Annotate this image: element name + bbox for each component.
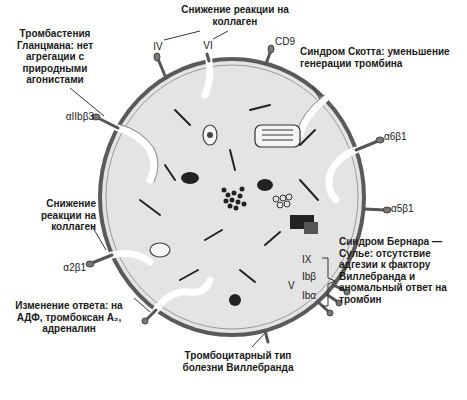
- bracket: [322, 258, 335, 306]
- platelet-membrane: [100, 59, 364, 335]
- receptor-name: VI: [200, 40, 216, 52]
- disorder-label: Тромбастения Гланцмана: нет агрегации с …: [4, 28, 106, 86]
- receptor-name: αIIbβ3: [48, 111, 94, 123]
- receptor-name: CD9: [275, 36, 301, 48]
- disorder-label: Снижение реакции на коллаген: [4, 198, 96, 233]
- inner-membrane: [106, 65, 358, 329]
- microtubules: [140, 105, 318, 282]
- disorder-label: Снижение реакции на коллаген: [172, 4, 298, 27]
- glycogen-cluster: [222, 187, 247, 211]
- disorder-label: Синдром Скотта: уменьшение генерации тро…: [300, 46, 460, 69]
- receptor-name: V: [288, 280, 300, 292]
- vesicle-cluster: [273, 194, 292, 208]
- granules: [150, 125, 273, 306]
- canal-system: [112, 61, 356, 310]
- disorder-label: Синдром Бернара — Сулье: отсутствие адге…: [339, 236, 463, 305]
- disorder-label: Тромбоцитарный тип болезни Виллебранда: [176, 350, 300, 373]
- receptor-name: α6β1: [384, 131, 428, 143]
- receptor-name: Ibα: [302, 290, 320, 302]
- receptor-name: IX: [302, 254, 320, 266]
- mitochondria: [255, 125, 318, 234]
- canal-outline: [118, 95, 325, 182]
- receptor-name: α2β1: [48, 262, 86, 274]
- receptor-name: α5β1: [391, 203, 435, 215]
- leader-lines: [70, 31, 320, 347]
- receptor-name: Ibβ: [302, 271, 320, 283]
- disorder-label: Изменение ответа: на АДФ, тромбоксан A₂,…: [3, 300, 135, 335]
- receptor-name: IV: [150, 41, 166, 53]
